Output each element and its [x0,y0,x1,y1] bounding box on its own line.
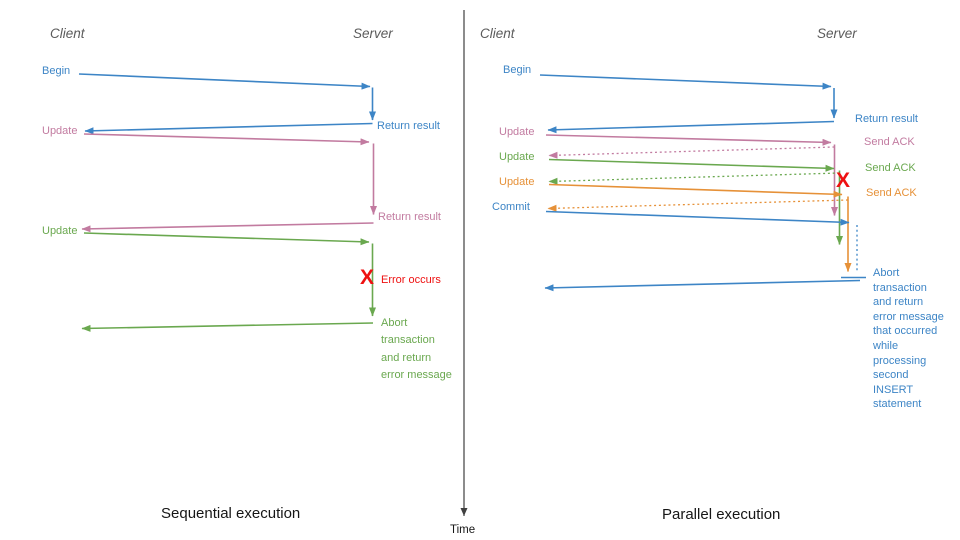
par-ack3-dotted-line [547,199,849,212]
par-abort-line: second [873,369,909,382]
seq-server-header: Server [353,26,393,41]
par-abort-line: statement [873,398,922,411]
par-abort-return-line [544,279,861,292]
seq-abort-line: Abort [381,317,408,329]
par-abort-message: Abort transaction and return error messa… [873,266,944,412]
seq-abort-line: error message [381,369,452,382]
seq-update1-request-line [83,133,370,146]
par-abort-line: and return [873,296,924,309]
par-begin-request-line [539,74,832,90]
par-abort-line: while [873,339,899,352]
seq-begin-label: Begin [42,65,71,77]
seq-abort-line: transaction [381,334,435,347]
seq-caption: Sequential execution [161,505,301,522]
par-update2-label: Update [499,151,535,163]
seq-update1-label: Update [42,125,78,137]
seq-update2-label: Update [42,225,78,237]
seq-begin-return-line [84,122,373,135]
par-commit-label: Commit [492,201,530,213]
par-begin-return-line [547,120,835,134]
time-axis-label: Time [450,524,476,536]
par-update1-request-line [545,134,832,146]
par-abort-line: that occurred [873,325,938,338]
par-ack1-dotted-line [548,146,835,159]
seq-error-x-icon: X [360,266,375,289]
par-ack2-dotted-line [548,172,840,185]
par-server-header: Server [817,26,857,41]
par-abort-line: transaction [873,281,927,294]
par-update3-request-line [548,183,843,198]
seq-update1-return-line [81,222,374,233]
par-send-ack3-label: Send ACK [866,187,917,199]
par-return-result-label: Return result [855,113,918,125]
seq-error-occurs-label: Error occurs [381,274,441,286]
par-commit-request-line [545,210,850,226]
par-send-ack1-label: Send ACK [864,136,915,148]
par-send-ack2-label: Send ACK [865,162,916,174]
par-caption: Parallel execution [662,506,781,523]
par-client-header: Client [480,26,515,41]
par-error-x-icon: X [836,169,851,192]
par-abort-line: INSERT [873,383,914,396]
seq-client-header: Client [50,26,85,41]
par-abort-line: error message [873,310,944,323]
par-update3-label: Update [499,176,535,188]
par-abort-line: processing [873,354,927,367]
seq-begin-request-line [78,73,371,90]
seq-abort-line: and return [381,351,432,364]
seq-return-result2-label: Return result [378,211,441,223]
par-update1-label: Update [499,126,535,138]
seq-return-result1-label: Return result [377,120,440,132]
par-abort-line: Abort [873,267,900,279]
par-begin-label: Begin [503,64,532,76]
seq-update2-request-line [83,232,370,246]
par-update2-request-line [548,158,835,172]
seq-abort-message: Abort transaction and return error messa… [381,315,452,385]
seq-abort-return-line [81,322,374,332]
